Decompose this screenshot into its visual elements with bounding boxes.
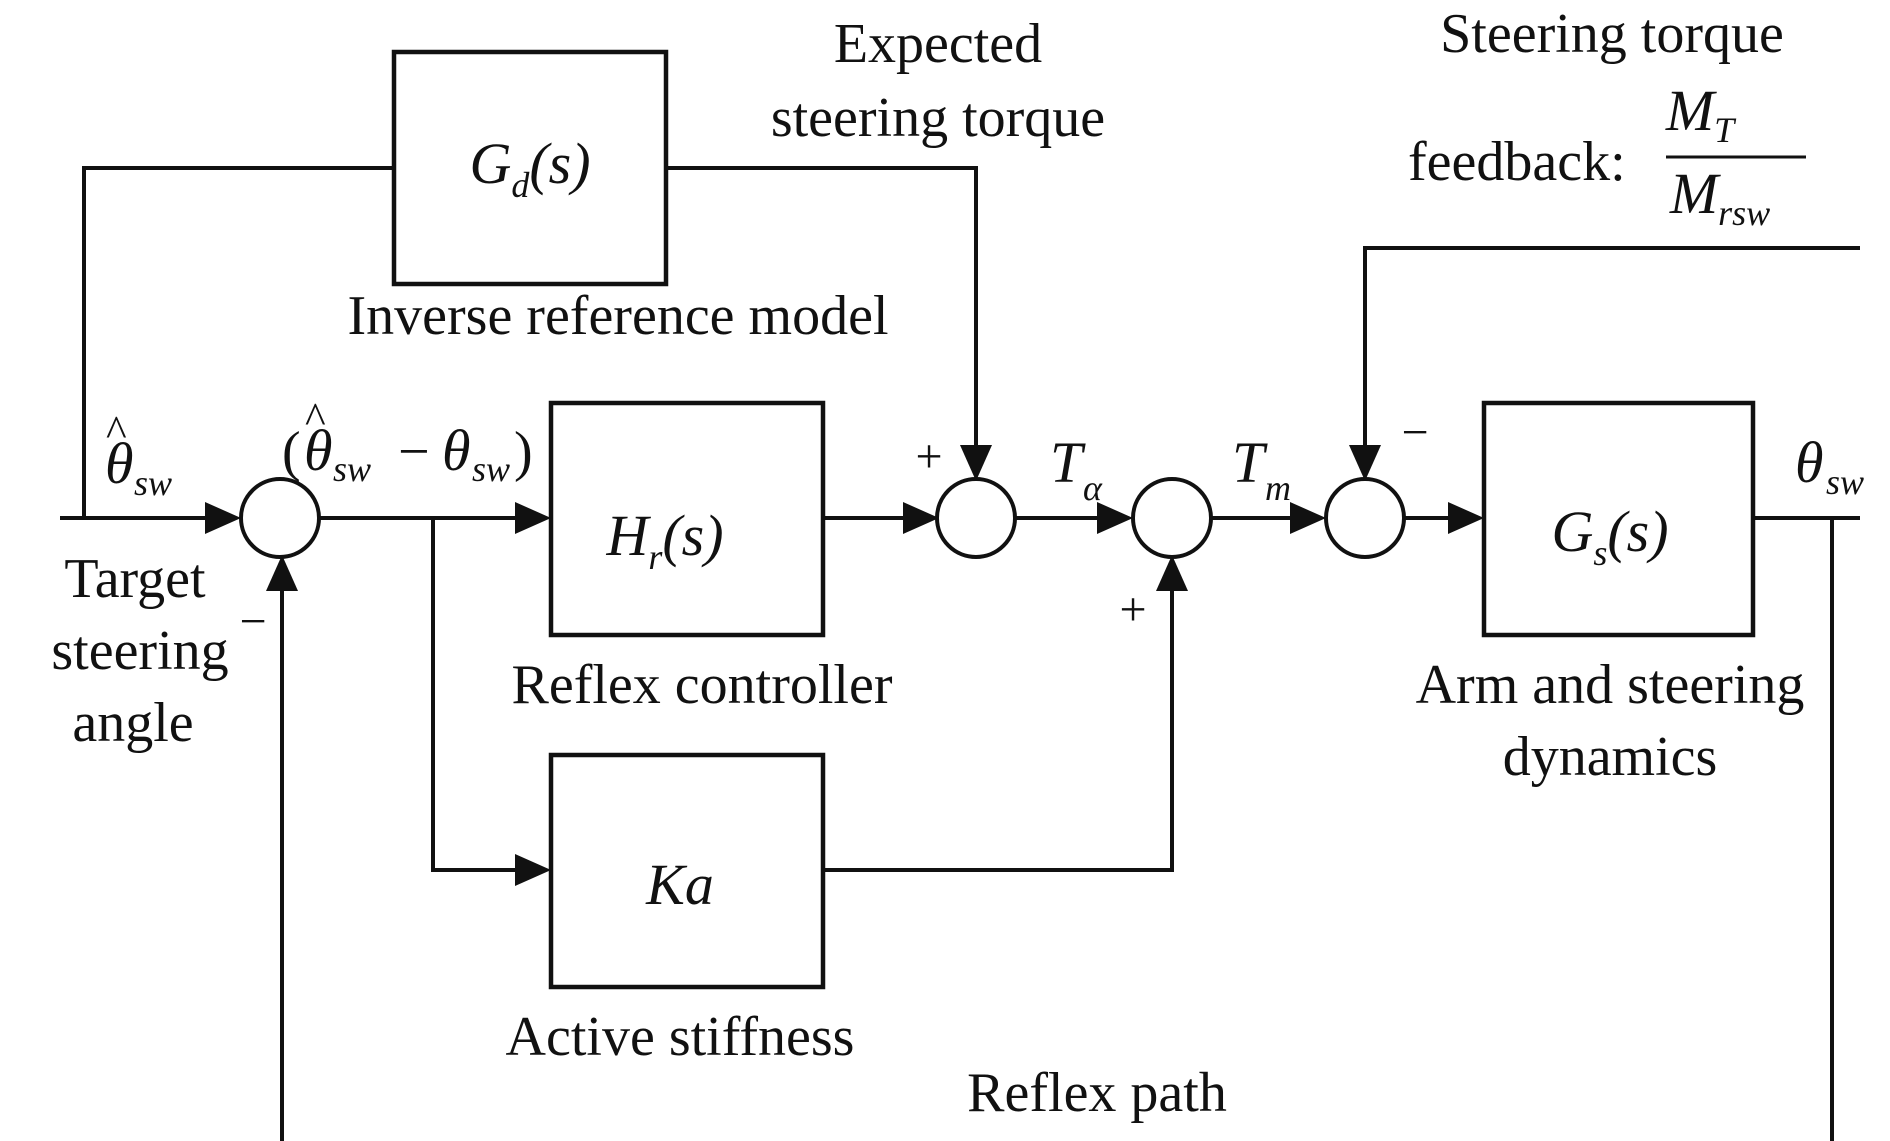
block-reflex-controller: Hr(s)	[548, 400, 826, 638]
label-output-angle: θ sw	[1795, 430, 1864, 502]
arrow-into-gs	[1448, 502, 1484, 534]
summing-junction-2	[935, 477, 1017, 559]
block-inverse-model: Gd(s)	[391, 49, 669, 287]
label-target-line2: steering	[51, 620, 228, 682]
arrow-into-hr	[515, 502, 551, 534]
block-ka-label: Ka	[645, 852, 714, 917]
label-expected-line1: Expected	[834, 13, 1042, 75]
label-error-signal: ( θ ^ sw − θ sw )	[282, 394, 533, 489]
label-target-line3: angle	[72, 692, 193, 754]
line-feedforward-up	[82, 166, 394, 518]
svg-text:(: (	[282, 421, 301, 483]
caption-inverse-reference-model: Inverse reference model	[348, 285, 889, 347]
label-t-m: T m	[1232, 430, 1291, 508]
block-gs-label: Gs(s)	[1551, 499, 1668, 573]
arrow-into-sum3-left	[1097, 502, 1133, 534]
label-t-alpha: T α	[1050, 430, 1103, 508]
arrow-into-ka	[515, 854, 551, 886]
label-feedback-fraction: MT Mrsw	[1665, 78, 1806, 233]
svg-text:θ: θ	[304, 418, 333, 483]
svg-text:−: −	[398, 421, 430, 483]
svg-text:θ: θ	[1795, 430, 1824, 495]
svg-text:T: T	[1050, 430, 1086, 495]
summing-junction-4	[1324, 477, 1406, 559]
label-feedback-prefix: feedback:	[1408, 131, 1626, 193]
svg-text:T: T	[1232, 430, 1268, 495]
arrow-into-sum2-left	[903, 502, 939, 534]
svg-text:θ: θ	[442, 418, 471, 483]
sign-sum2-plus: +	[915, 430, 942, 483]
svg-text:^: ^	[106, 407, 127, 456]
caption-arm-dynamics-line2: dynamics	[1503, 726, 1718, 788]
sign-sum1-minus: −	[239, 595, 266, 648]
arrow-into-sum4-left	[1290, 502, 1326, 534]
arrow-into-sum4-top	[1349, 445, 1381, 481]
svg-text:m: m	[1265, 468, 1291, 508]
caption-arm-dynamics-line1: Arm and steering	[1416, 654, 1805, 716]
block-gs-box	[1481, 400, 1756, 638]
summing-junction-1	[239, 477, 321, 559]
caption-reflex-controller: Reflex controller	[512, 654, 893, 716]
label-target-angle-symbol: θ ^ sw	[105, 407, 172, 503]
label-target-line1: Target	[64, 548, 206, 610]
summing-junction-3	[1131, 477, 1213, 559]
block-active-stiffness: Ka	[548, 752, 826, 990]
sign-sum4-minus: −	[1401, 406, 1428, 459]
svg-text:Mrsw: Mrsw	[1669, 161, 1770, 233]
arrow-into-sum2-top	[960, 445, 992, 481]
block-hr-box	[548, 400, 826, 638]
sign-sum3-plus: +	[1119, 583, 1146, 636]
svg-text:sw: sw	[134, 463, 172, 503]
label-feedback-line1: Steering torque	[1440, 3, 1784, 65]
svg-text:sw: sw	[1826, 462, 1864, 502]
arrow-into-sum3-bottom	[1156, 555, 1188, 591]
svg-text:^: ^	[305, 394, 326, 443]
arrowheads	[205, 445, 1484, 886]
block-gd-label: Gd(s)	[469, 131, 590, 205]
arrow-into-sum1-bottom	[266, 555, 298, 591]
svg-text:sw: sw	[472, 449, 510, 489]
label-expected-line2: steering torque	[771, 87, 1105, 149]
svg-text:): )	[514, 421, 533, 483]
line-torque-feedback	[1363, 246, 1860, 448]
svg-text:sw: sw	[333, 449, 371, 489]
block-hr-label: Hr(s)	[605, 503, 723, 577]
label-reflex-path: Reflex path	[967, 1062, 1227, 1124]
line-ka-to-sum3	[823, 580, 1174, 872]
svg-text:θ: θ	[105, 431, 134, 496]
arrow-into-sum1	[205, 502, 241, 534]
block-ka-box	[548, 752, 826, 990]
caption-active-stiffness: Active stiffness	[506, 1006, 855, 1068]
connections	[60, 166, 1860, 1141]
line-error-to-ka	[431, 518, 515, 872]
svg-text:MT: MT	[1665, 78, 1737, 150]
block-arm-dynamics: Gs(s)	[1481, 400, 1756, 638]
block-gd-box	[391, 49, 669, 287]
svg-text:α: α	[1083, 468, 1103, 508]
line-expected-torque	[666, 166, 978, 448]
line-reflex-path	[280, 518, 1834, 1141]
